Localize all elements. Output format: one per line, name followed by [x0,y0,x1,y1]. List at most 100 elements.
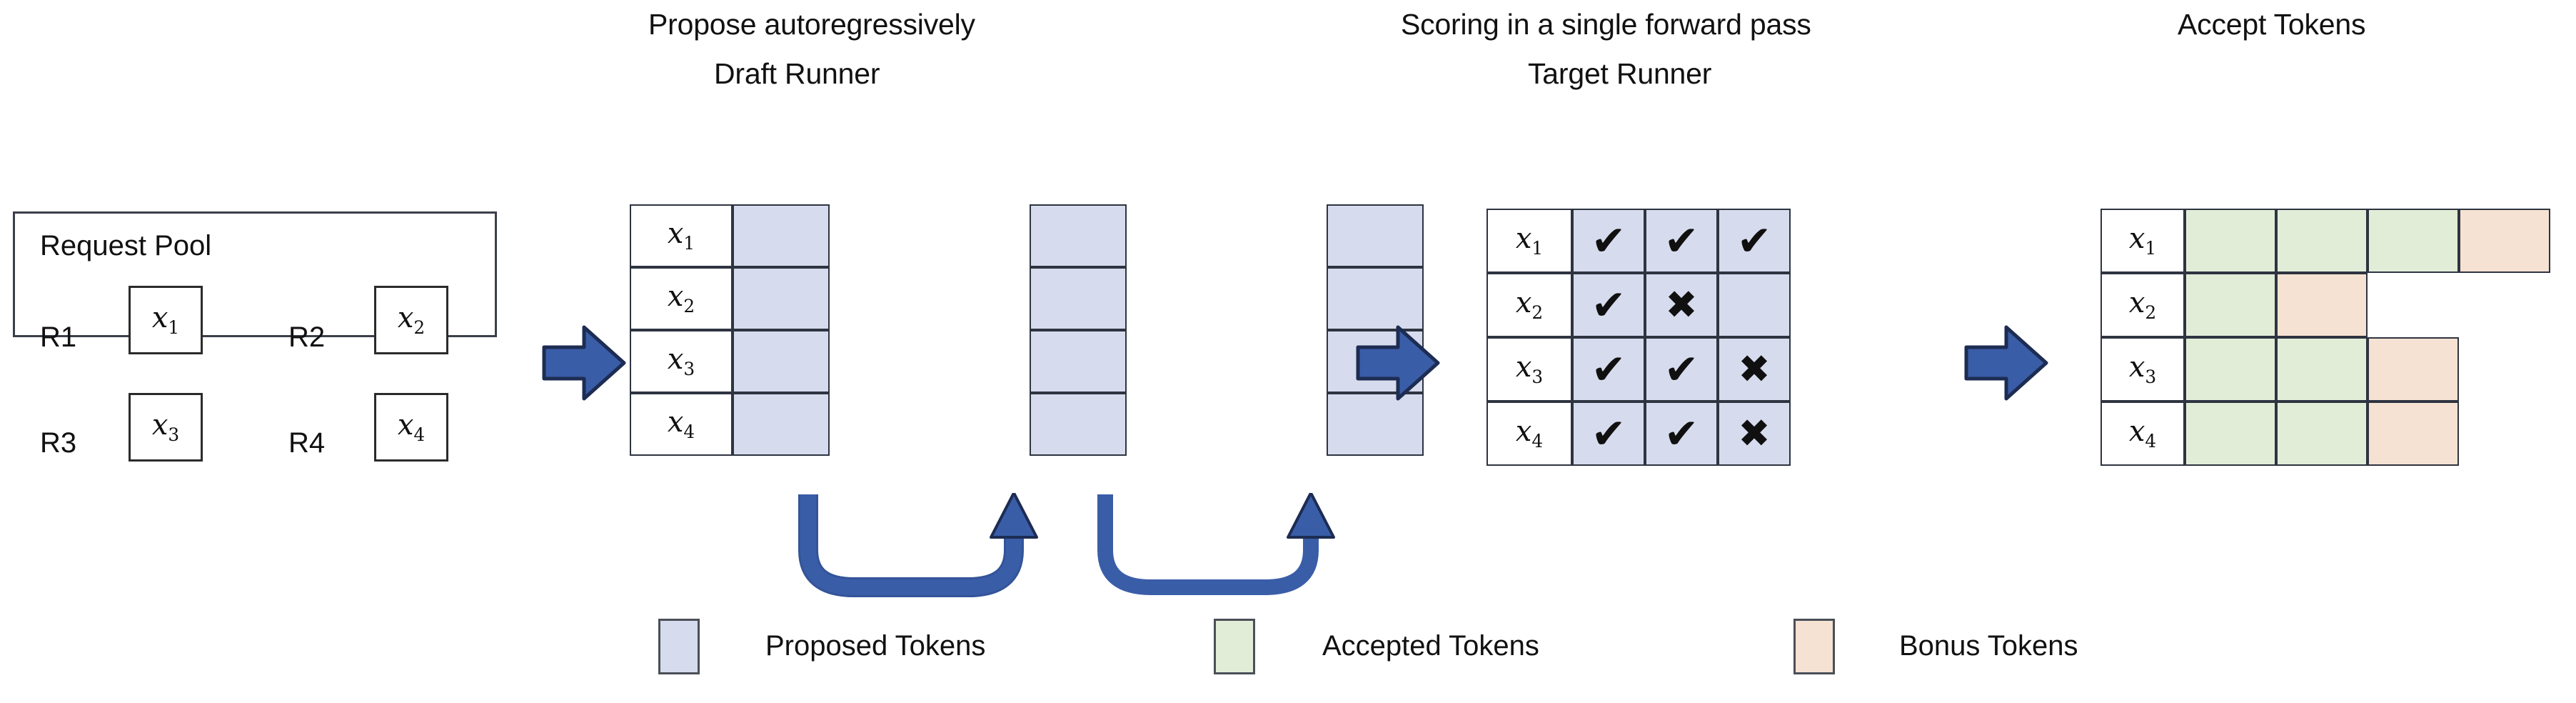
draft-cell-r4-s1 [733,393,830,456]
draft-cell-r3-s2 [1030,330,1127,393]
accept-cell-r3-c3 [2368,337,2459,402]
target-row-label-4: x4 [1486,402,1572,466]
check-icon: ✔ [1591,345,1626,394]
accept-row-label-3: x3 [2100,337,2185,402]
target-cell-r2-s2: ✖ [1645,273,1718,337]
draft-cell-r1-s2 [1030,204,1127,267]
accept-row-token-4: x4 [2128,414,2157,452]
accept-row-token-3: x3 [2128,350,2157,387]
check-icon: ✔ [1736,216,1772,265]
draft-row-label-1: x1 [630,204,733,267]
draft-cell-r2-s1 [733,267,830,330]
target-row-label-3: x3 [1486,337,1572,402]
accept-cell-r1-c2 [2276,209,2368,273]
draft-row-token-1: x1 [667,216,695,254]
legend-swatch-bonus [1793,619,1835,674]
cross-icon: ✖ [1738,411,1771,456]
accept-row-label-4: x4 [2100,402,2185,466]
request-token-r4: x4 [397,408,426,445]
accept-cell-r2-c1 [2185,273,2276,337]
target-cell-r2-s3 [1718,273,1791,337]
accept-cell-r1-c4 [2459,209,2550,273]
flow-arrow-draft-to-target [1356,325,1440,401]
accept-cell-r4-c2 [2276,402,2368,466]
target-cell-r1-s2: ✔ [1645,209,1718,273]
draft-cell-r4-s3 [1327,393,1424,456]
draft-runner-caption: Propose autoregressively [648,8,975,41]
target-cell-r1-s1: ✔ [1572,209,1645,273]
legend-label-accepted: Accepted Tokens [1322,630,1539,662]
target-cell-r4-s2: ✔ [1645,402,1718,466]
target-runner-caption: Scoring in a single forward pass [1401,8,1811,41]
draft-row-label-2: x2 [630,267,733,330]
request-pool-panel [13,211,497,337]
request-token-r2: x2 [397,301,426,338]
check-icon: ✔ [1591,281,1626,329]
accept-row-label-2: x2 [2100,273,2185,337]
target-row-label-2: x2 [1486,273,1572,337]
request-box-r4[interactable]: x4 [374,393,448,462]
target-runner-title: Target Runner [1528,57,1712,90]
accept-row-label-1: x1 [2100,209,2185,273]
draft-runner-title: Draft Runner [714,57,880,90]
accept-tokens-title: Accept Tokens [2178,8,2366,41]
draft-loop-arrow-1 [798,493,1038,597]
flow-arrow-pool-to-draft [542,325,626,401]
draft-loop-arrow-2 [1097,493,1335,595]
target-cell-r4-s3: ✖ [1718,402,1791,466]
accept-cell-r4-c3 [2368,402,2459,466]
draft-row-label-3: x3 [630,330,733,393]
target-row-token-1: x1 [1515,221,1544,259]
draft-cell-r4-s2 [1030,393,1127,456]
accept-cell-r3-c2 [2276,337,2368,402]
accept-cell-r4-c1 [2185,402,2276,466]
request-label-r1: R1 [40,321,77,353]
target-row-token-2: x2 [1515,286,1544,323]
cross-icon: ✖ [1665,282,1698,327]
check-icon: ✔ [1664,409,1699,458]
flow-arrow-target-to-accept [1964,325,2048,401]
cross-icon: ✖ [1738,346,1771,392]
request-label-r2: R2 [288,321,326,353]
accept-row-token-2: x2 [2128,286,2157,323]
check-icon: ✔ [1664,345,1699,394]
draft-cell-r3-s1 [733,330,830,393]
check-icon: ✔ [1591,216,1626,265]
draft-cell-r1-s3 [1327,204,1424,267]
request-box-r2[interactable]: x2 [374,286,448,354]
target-cell-r3-s2: ✔ [1645,337,1718,402]
draft-cell-r2-s2 [1030,267,1127,330]
legend-swatch-accepted [1214,619,1255,674]
legend-label-bonus: Bonus Tokens [1899,630,2078,662]
request-label-r4: R4 [288,427,326,459]
accept-row-token-1: x1 [2128,221,2157,259]
accept-cell-r3-c1 [2185,337,2276,402]
accept-cell-r1-c1 [2185,209,2276,273]
draft-row-token-4: x4 [667,405,695,442]
draft-row-token-2: x2 [667,279,695,316]
draft-row-label-4: x4 [630,393,733,456]
request-box-r3[interactable]: x3 [129,393,203,462]
legend-label-proposed: Proposed Tokens [765,630,986,662]
accept-cell-r1-c3 [2368,209,2459,273]
target-row-token-4: x4 [1515,414,1544,452]
target-cell-r2-s1: ✔ [1572,273,1645,337]
target-row-label-1: x1 [1486,209,1572,273]
draft-row-token-3: x3 [667,342,695,379]
request-label-r3: R3 [40,427,77,459]
check-icon: ✔ [1664,216,1699,265]
target-cell-r4-s1: ✔ [1572,402,1645,466]
request-token-r3: x3 [151,408,180,445]
request-box-r1[interactable]: x1 [129,286,203,354]
draft-cell-r2-s3 [1327,267,1424,330]
target-cell-r1-s3: ✔ [1718,209,1791,273]
request-token-r1: x1 [151,301,180,338]
check-icon: ✔ [1591,409,1626,458]
draft-cell-r1-s1 [733,204,830,267]
target-cell-r3-s3: ✖ [1718,337,1791,402]
target-row-token-3: x3 [1515,350,1544,387]
target-cell-r3-s1: ✔ [1572,337,1645,402]
request-pool-title: Request Pool [40,230,212,261]
accept-cell-r2-c2 [2276,273,2368,337]
